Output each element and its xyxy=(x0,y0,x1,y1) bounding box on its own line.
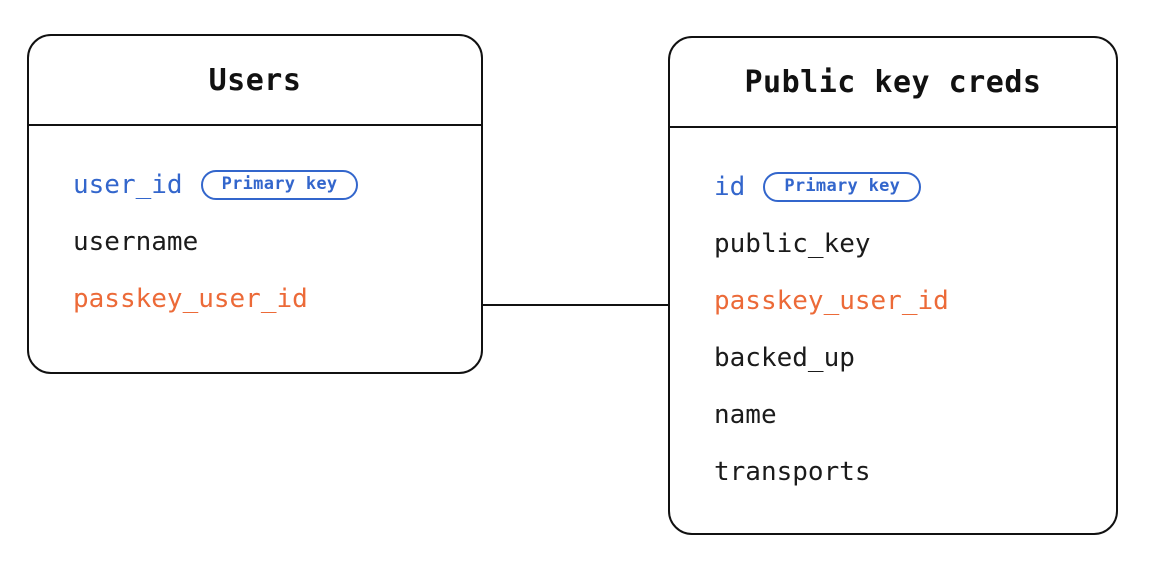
field-row[interactable]: public_key xyxy=(670,215,1116,272)
entity-users-field-list: user_id Primary key username passkey_use… xyxy=(29,126,481,327)
entity-users-header: Users xyxy=(29,36,481,126)
field-row[interactable]: name xyxy=(670,386,1116,443)
field-name-public-key: public_key xyxy=(714,228,871,259)
primary-key-badge: Primary key xyxy=(763,171,922,202)
field-name-name: name xyxy=(714,399,777,430)
entity-public-key-creds-title: Public key creds xyxy=(744,64,1042,100)
field-row[interactable]: id Primary key xyxy=(670,158,1116,215)
field-row[interactable]: username xyxy=(29,213,481,270)
entity-public-key-creds-header: Public key creds xyxy=(670,38,1116,128)
field-name-user-id: user_id xyxy=(73,169,183,200)
field-row[interactable]: transports xyxy=(670,443,1116,500)
field-name-passkey-user-id: passkey_user_id xyxy=(714,285,949,316)
entity-users-title: Users xyxy=(208,62,302,98)
primary-key-badge-label: Primary key xyxy=(784,176,901,196)
entity-users[interactable]: Users user_id Primary key username passk… xyxy=(27,34,483,374)
primary-key-badge: Primary key xyxy=(200,169,359,200)
field-row[interactable]: passkey_user_id xyxy=(29,270,481,327)
field-row[interactable]: user_id Primary key xyxy=(29,156,481,213)
field-name-username: username xyxy=(73,226,199,257)
entity-public-key-creds[interactable]: Public key creds id Primary key public_k… xyxy=(668,36,1118,535)
relationship-connector-line[interactable] xyxy=(481,304,670,307)
field-name-passkey-user-id: passkey_user_id xyxy=(73,283,308,314)
field-row[interactable]: backed_up xyxy=(670,329,1116,386)
field-row[interactable]: passkey_user_id xyxy=(670,272,1116,329)
field-name-id: id xyxy=(714,171,746,202)
field-name-transports: transports xyxy=(714,456,871,487)
field-name-backed-up: backed_up xyxy=(714,342,855,373)
primary-key-badge-label: Primary key xyxy=(221,174,338,194)
entity-public-key-creds-field-list: id Primary key public_key passkey_user_i… xyxy=(670,128,1116,500)
